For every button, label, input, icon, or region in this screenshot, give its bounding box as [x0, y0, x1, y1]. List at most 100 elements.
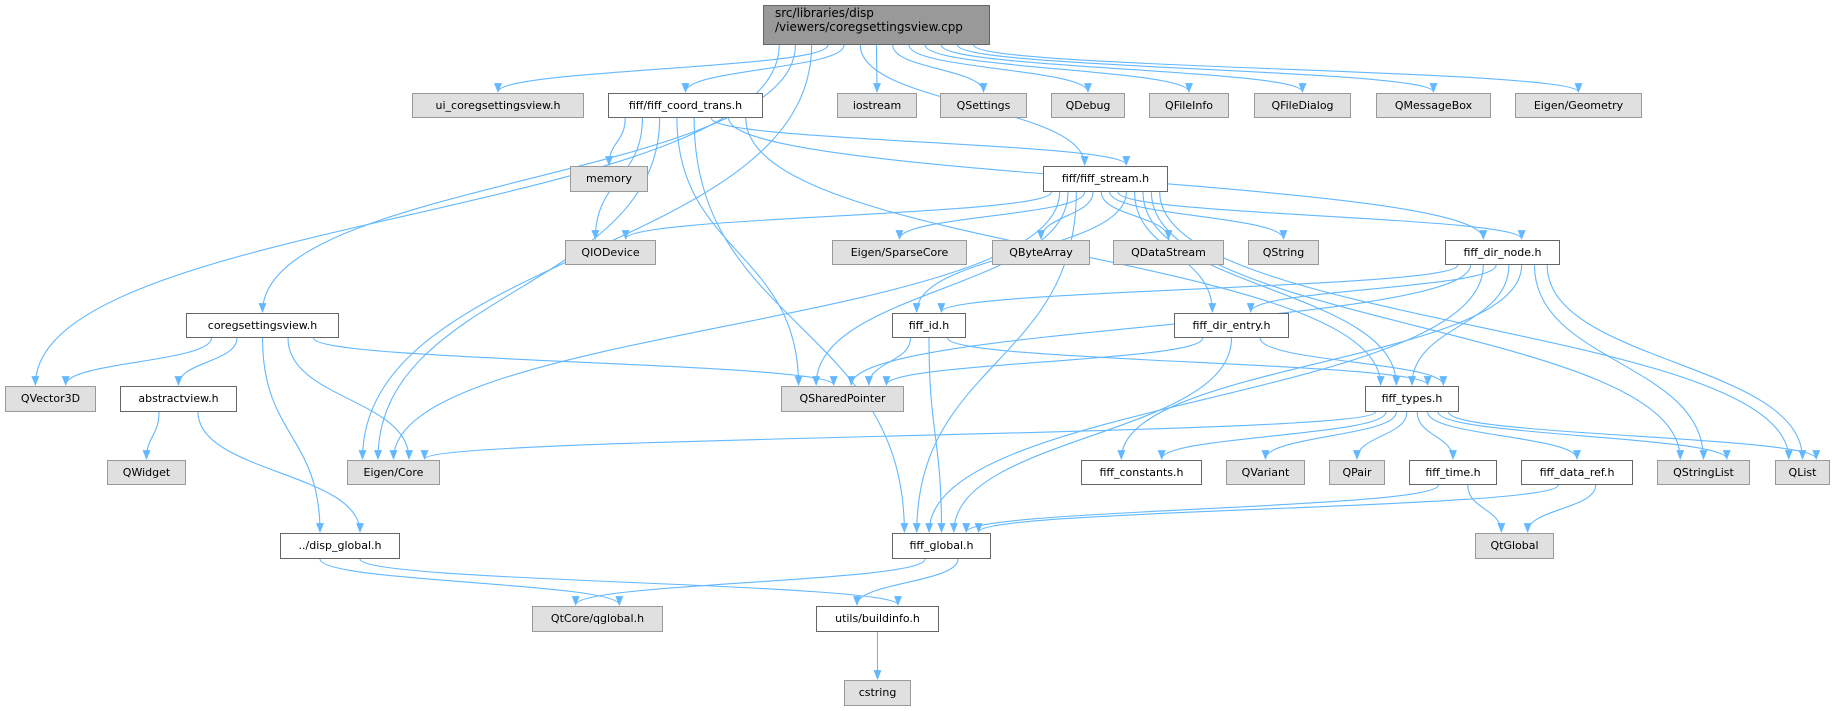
edge-direntry-to-qsharedpointer — [882, 337, 1204, 386]
graph-node-qfiledialog[interactable]: QFileDialog — [1254, 93, 1351, 118]
graph-node-qmessagebox[interactable]: QMessageBox — [1376, 93, 1491, 118]
edge-fiffid-to-qsharedpointer — [864, 337, 912, 386]
node-label: cstring — [858, 686, 897, 699]
edge-types-to-dataref — [1427, 411, 1581, 460]
graph-node-qvariant[interactable]: QVariant — [1226, 460, 1305, 485]
edge-stream-to-qstring — [1109, 191, 1288, 240]
graph-node-geometry[interactable]: Eigen/Geometry — [1515, 93, 1642, 118]
node-label: ../disp_global.h — [298, 539, 382, 552]
edge-root-to-geometry — [973, 44, 1583, 93]
graph-node-qsharedpointer[interactable]: QSharedPointer — [781, 386, 904, 412]
edge-dataref-to-qtglobal — [1523, 484, 1597, 533]
node-label: QDebug — [1065, 98, 1111, 112]
graph-node-qdebug[interactable]: QDebug — [1051, 93, 1125, 118]
edge-types-to-eigencore — [420, 411, 1376, 460]
edge-types-to-constants — [1157, 411, 1387, 460]
graph-node-dirnode[interactable]: fiff_dir_node.h — [1445, 240, 1560, 265]
graph-node-qpair[interactable]: QPair — [1329, 460, 1385, 485]
edge-abstractview-to-qwidget — [142, 411, 160, 460]
node-label: coregsettingsview.h — [207, 318, 318, 332]
node-label: QVariant — [1241, 465, 1290, 479]
graph-node-buildinfo[interactable]: utils/buildinfo.h — [816, 606, 939, 632]
edge-fiffglobal-to-qglobal — [571, 558, 926, 606]
edge-stream-to-types — [1142, 191, 1401, 386]
edge-root-to-coord — [681, 44, 845, 93]
edge-coregh-to-abstractview — [174, 337, 238, 386]
graph-node-qstring[interactable]: QString — [1248, 240, 1319, 265]
edge-dispglobal-to-qglobal — [319, 558, 624, 606]
edge-types-to-time — [1416, 411, 1457, 460]
graph-node-qsettings[interactable]: QSettings — [940, 93, 1027, 118]
edge-dirnode-to-qsharedpointer — [847, 264, 1472, 386]
graph-node-qbytearray[interactable]: QByteArray — [992, 240, 1090, 265]
edge-types-to-qlist — [1448, 411, 1821, 460]
graph-node-dataref[interactable]: fiff_data_ref.h — [1521, 460, 1633, 485]
graph-node-direntry[interactable]: fiff_dir_entry.h — [1174, 313, 1289, 338]
graph-node-qstringlist[interactable]: QStringList — [1657, 460, 1750, 485]
node-label: QStringList — [1673, 465, 1734, 479]
graph-node-qfileinfo[interactable]: QFileInfo — [1149, 93, 1229, 118]
edge-stream-to-qdatastream — [1100, 191, 1173, 240]
graph-node-abstractview[interactable]: abstractview.h — [120, 386, 237, 412]
edge-root-to-ui — [494, 44, 829, 93]
edge-abstractview-to-dispglobal — [197, 411, 364, 533]
node-label: QList — [1788, 465, 1817, 479]
edge-dispglobal-to-buildinfo — [359, 558, 902, 606]
edge-stream-to-dirnode — [1117, 191, 1526, 240]
node-label: Eigen/Core — [363, 465, 424, 479]
edge-types-to-qstringlist — [1437, 411, 1731, 460]
graph-node-qtglobal[interactable]: QtGlobal — [1475, 533, 1554, 559]
graph-node-cstring[interactable]: cstring — [844, 680, 911, 706]
graph-node-qvector3d[interactable]: QVector3D — [5, 386, 96, 412]
edge-direntry-to-types — [1259, 337, 1448, 386]
edge-coregh-to-qvector3d — [61, 337, 213, 386]
graph-node-coregh[interactable]: coregsettingsview.h — [186, 313, 339, 338]
graph-node-memory[interactable]: memory — [570, 166, 648, 192]
edge-types-to-qpair — [1353, 411, 1408, 460]
graph-node-qdatastream[interactable]: QDataStream — [1113, 240, 1224, 265]
node-label: fiff/fiff_coord_trans.h — [628, 98, 743, 112]
graph-node-fiffid[interactable]: fiff_id.h — [892, 313, 966, 338]
node-label: QtGlobal — [1490, 539, 1539, 552]
graph-node-qwidget[interactable]: QWidget — [107, 460, 186, 485]
node-label: fiff_types.h — [1381, 392, 1443, 405]
edge-dirnode-to-direntry — [1246, 264, 1497, 313]
node-label: fiff_global.h — [909, 539, 974, 552]
edge-root-to-coregh — [258, 44, 796, 313]
graph-node-eigencore[interactable]: Eigen/Core — [347, 460, 440, 485]
node-label: QIODevice — [581, 245, 640, 259]
graph-node-constants[interactable]: fiff_constants.h — [1081, 460, 1202, 485]
edge-coregh-to-dispglobal — [261, 337, 324, 533]
edge-stream-to-qsharedpointer — [812, 191, 1069, 386]
graph-node-stream[interactable]: fiff/fiff_stream.h — [1043, 166, 1168, 192]
graph-node-dispglobal[interactable]: ../disp_global.h — [280, 533, 400, 559]
node-label: QWidget — [122, 465, 171, 479]
edge-fiffglobal-to-buildinfo — [853, 558, 959, 606]
node-label: fiff_time.h — [1425, 465, 1481, 479]
graph-node-fiffglobal[interactable]: fiff_global.h — [892, 533, 991, 559]
edge-dataref-to-fiffglobal — [974, 484, 1559, 533]
edge-time-to-qtglobal — [1467, 484, 1506, 533]
node-label: QPair — [1342, 465, 1372, 479]
edge-time-to-fiffglobal — [962, 484, 1439, 533]
graph-node-types[interactable]: fiff_types.h — [1365, 386, 1459, 412]
node-label: QSettings — [956, 98, 1011, 112]
edge-dirnode-to-fiffid — [937, 264, 1459, 313]
graph-node-time[interactable]: fiff_time.h — [1409, 460, 1497, 485]
graph-node-ui[interactable]: ui_coregsettingsview.h — [412, 93, 584, 118]
graph-node-qlist[interactable]: QList — [1775, 460, 1830, 485]
edge-root-to-qfiledialog — [940, 44, 1307, 93]
node-label: QFileDialog — [1271, 98, 1334, 112]
node-label: utils/buildinfo.h — [835, 612, 920, 625]
edge-dirnode-to-fiffglobal — [925, 264, 1484, 533]
graph-node-root[interactable]: src/libraries/disp/viewers/coregsettings… — [763, 5, 990, 45]
node-label: QSharedPointer — [799, 392, 886, 405]
graph-node-qiodevice[interactable]: QIODevice — [565, 240, 656, 265]
edge-fiffid-to-types — [946, 337, 1432, 386]
graph-node-qglobal[interactable]: QtCore/qglobal.h — [532, 606, 663, 632]
graph-node-sparse[interactable]: Eigen/SparseCore — [832, 240, 967, 265]
graph-node-iostream[interactable]: iostream — [837, 93, 917, 118]
node-label: ui_coregsettingsview.h — [435, 98, 561, 112]
node-label: iostream — [852, 98, 902, 112]
graph-node-coord[interactable]: fiff/fiff_coord_trans.h — [608, 93, 763, 118]
